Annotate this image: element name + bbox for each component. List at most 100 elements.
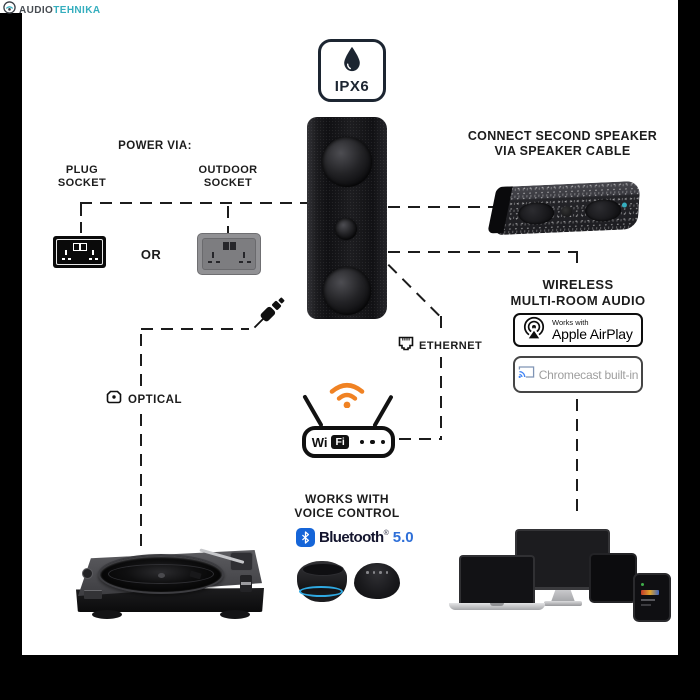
brand-logo-icon (3, 1, 16, 19)
outdoor-socket-switch (230, 242, 236, 250)
echo-dot-light-ring (299, 586, 343, 597)
bluetooth-badge: Bluetooth ® 5.0 (296, 528, 414, 547)
outdoor-socket-pin (208, 261, 212, 263)
outdoor-socket-pin (243, 252, 245, 258)
dashed-connector-ethernet-diagonal (387, 264, 443, 320)
dashed-connector-second-speaker (388, 206, 498, 208)
wireless-heading: WIRELESS MULTI-ROOM AUDIO (493, 277, 663, 308)
router-fi-label: Fi (331, 435, 349, 449)
speaker-tweeter (335, 218, 357, 240)
frame-border-bottom (0, 655, 700, 700)
plug-socket-pin (62, 258, 65, 260)
second-speaker-illustration (487, 180, 641, 236)
turntable-illustration (72, 528, 268, 622)
smartphone (633, 573, 671, 622)
outdoor-socket-illustration (197, 233, 261, 275)
wifi-signal-icon (329, 382, 365, 408)
outdoor-socket-label-line2: SOCKET (203, 177, 253, 190)
plug-socket-pin (68, 258, 71, 260)
bluetooth-wordmark: Bluetooth (319, 529, 384, 546)
airplay-icon (521, 315, 547, 346)
brand-name: AUDIOTEHNIKA (19, 5, 100, 16)
main-speaker-illustration (307, 117, 387, 319)
outdoor-socket-faceplate (202, 238, 256, 270)
plug-socket-label-line1: PLUG (65, 164, 99, 176)
or-label: OR (140, 247, 162, 262)
router-wi-label: Wi (311, 434, 328, 450)
echo-dot-top (302, 563, 344, 576)
outdoor-socket-label: OUTDOOR SOCKET (188, 164, 268, 190)
ipx6-badge: IPX6 (318, 39, 386, 102)
frame-border-left (0, 13, 22, 700)
dashed-connector-optical-vertical (140, 334, 142, 552)
plug-socket-pin (92, 250, 94, 255)
dashed-connector-power (80, 202, 308, 204)
turntable-record-groove (108, 564, 214, 584)
second-speaker-heading-line2: VIA SPEAKER CABLE (494, 144, 631, 158)
wireless-heading-line1: WIRELESS (542, 277, 614, 292)
plug-socket-label-line2: SOCKET (57, 177, 107, 190)
turntable-platter (98, 554, 224, 594)
dashed-connector-power-corner (80, 202, 82, 216)
laptop-notch (490, 603, 504, 606)
smart-speaker-echo-dot (297, 561, 347, 602)
wifi-router-illustration: Wi Fi (302, 426, 395, 458)
ethernet-label: ETHERNET (419, 340, 483, 352)
optical-cable-icon (253, 297, 285, 329)
chromecast-badge: Chromecast built-in (513, 356, 643, 393)
router-led-dots (359, 439, 386, 445)
plug-socket-pin (65, 250, 67, 255)
voice-control-heading-line1: WORKS WITH (305, 492, 389, 506)
optical-label-group: OPTICAL (103, 388, 185, 411)
ethernet-port-icon (398, 336, 414, 356)
smartphone-screen-dot (641, 583, 644, 586)
dashed-connector-multiroom-corner (576, 251, 578, 268)
optical-label: OPTICAL (128, 393, 182, 406)
bluetooth-version: 5.0 (392, 529, 414, 546)
smartphone-screen-line (641, 604, 651, 606)
router-antenna-right (372, 394, 394, 428)
ipx6-label: IPX6 (334, 78, 370, 95)
ethernet-label-group: ETHERNET (396, 335, 485, 357)
desktop-monitor-base (544, 601, 582, 606)
bluetooth-icon (296, 528, 315, 547)
turntable-foot (92, 610, 122, 619)
outdoor-socket-pin (239, 261, 243, 263)
speaker-woofer-top (322, 137, 372, 187)
plug-socket-illustration (53, 236, 106, 268)
second-speaker-heading-line1: CONNECT SECOND SPEAKER (467, 129, 658, 143)
turntable-pitch-slider (240, 575, 252, 592)
dashed-connector-router (399, 438, 442, 440)
turntable-start-button (84, 590, 102, 599)
turntable-knob (82, 568, 93, 579)
brand-logo: AUDIOTEHNIKA (3, 1, 100, 19)
brand-name-prefix: AUDIO (19, 4, 54, 16)
chromecast-icon (518, 365, 535, 384)
outdoor-socket-pin (216, 261, 220, 263)
plug-socket-switch (73, 243, 80, 251)
airplay-badge: Works with Apple AirPlay (513, 313, 643, 347)
dashed-connector-ethernet-vertical (440, 316, 442, 440)
dashed-connector-outdoor-stub (227, 206, 229, 233)
turntable-spindle (158, 573, 165, 578)
airplay-label: Apple AirPlay (552, 326, 633, 343)
voice-control-heading: WORKS WITH VOICE CONTROL (287, 492, 407, 521)
smart-speaker-mini-leds (354, 571, 400, 574)
plug-socket-label: PLUG SOCKET (42, 164, 122, 190)
wireless-heading-line2: MULTI-ROOM AUDIO (510, 292, 646, 308)
turntable-foot (220, 610, 250, 619)
smart-speaker-mini (354, 563, 400, 599)
dashed-connector-multiroom (388, 251, 578, 253)
laptop-base (449, 603, 545, 610)
frame-border-right (678, 0, 700, 700)
optical-port-icon (106, 390, 122, 409)
airplay-badge-text: Works with Apple AirPlay (552, 319, 633, 342)
plug-socket-faceplate (56, 239, 103, 265)
chromecast-label: Chromecast built-in (538, 367, 639, 382)
smartphone-screen-line (641, 599, 655, 601)
brand-name-suffix: TEHNIKA (53, 4, 101, 16)
dashed-connector-plug-stub (80, 222, 82, 233)
laptop-screen (459, 555, 535, 604)
water-drop-icon (341, 46, 363, 77)
